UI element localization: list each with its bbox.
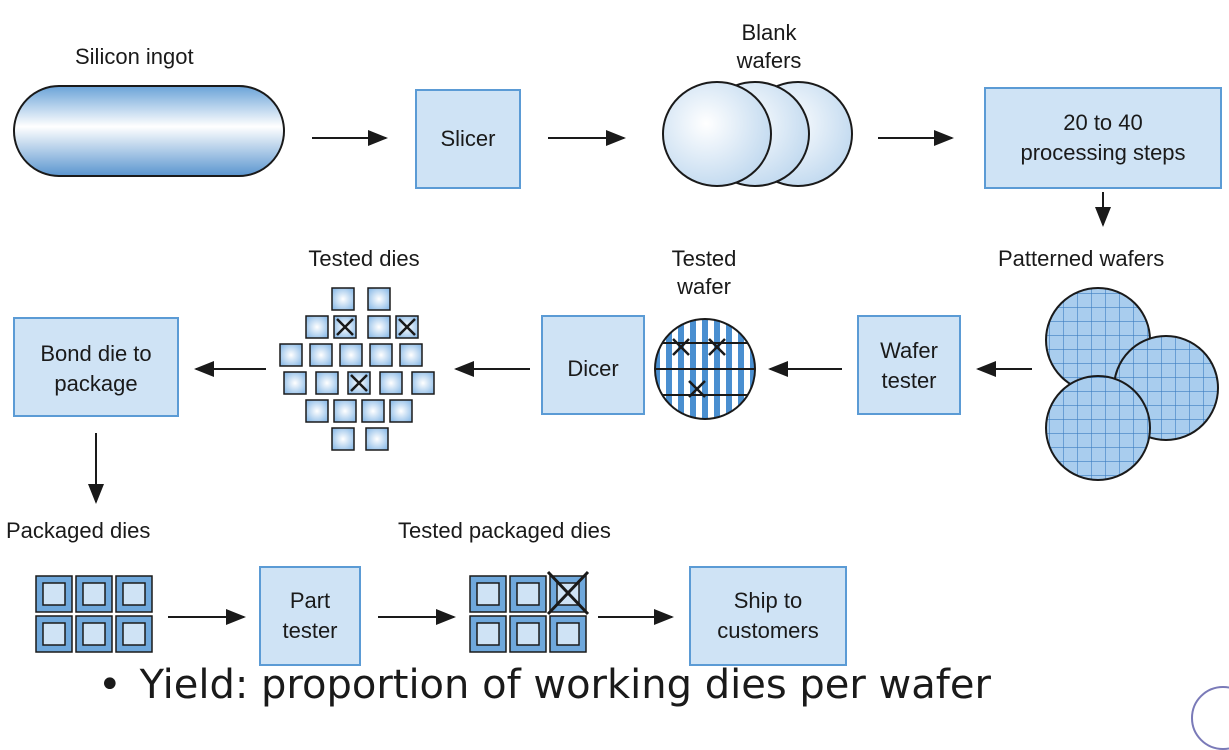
- packaged-dies-grid: [35, 575, 153, 653]
- processing-steps-box: [984, 87, 1222, 189]
- die-icon: [369, 343, 393, 367]
- tested-dies-label: Tested dies: [308, 246, 419, 271]
- bond-die-box: [13, 317, 179, 417]
- patterned-wafers-stack: [1045, 287, 1219, 481]
- yield-bullet-text: Yield: proportion of working dies per wa…: [139, 662, 991, 708]
- tested-packaged-dies-label: Tested packaged dies: [398, 518, 611, 543]
- die-icon: [379, 371, 403, 395]
- ship-box: [689, 566, 847, 666]
- dicer-box: [541, 315, 645, 415]
- tested-wafer-label-line1: Tested: [672, 246, 737, 271]
- ship-label-line1: Ship to: [734, 588, 803, 613]
- die-icon: [333, 399, 357, 423]
- slicer-box: [415, 89, 521, 189]
- patterned-wafers-label: Patterned wafers: [998, 246, 1164, 271]
- die-icon: [389, 399, 413, 423]
- die-icon: [367, 287, 391, 311]
- blank-wafers-stack: [662, 81, 853, 187]
- die-icon: [331, 287, 355, 311]
- die-icon: [279, 343, 303, 367]
- wafer-tester-label-line2: tester: [881, 368, 936, 393]
- die-icon: [411, 371, 435, 395]
- die-icon: [399, 343, 423, 367]
- yield-bullet: • Yield: proportion of working dies per w…: [98, 655, 991, 715]
- tested-wafer: [654, 318, 756, 420]
- die-icon: [367, 315, 391, 339]
- wafer-tester-box: [857, 315, 961, 415]
- silicon-ingot-shape: [13, 85, 285, 177]
- wafer-tester-label-line1: Wafer: [880, 338, 938, 363]
- ship-label-line2: customers: [717, 618, 818, 643]
- part-tester-label-line2: tester: [282, 618, 337, 643]
- part-tester-box: [259, 566, 361, 666]
- fabrication-flow-diagram: Silicon ingot Slicer Blank wafers 20 to …: [6, 20, 1222, 666]
- silicon-ingot-label: Silicon ingot: [75, 44, 194, 69]
- die-icon: [361, 399, 385, 423]
- packaged-dies-label: Packaged dies: [6, 518, 150, 543]
- bullet-dot: •: [98, 662, 122, 708]
- tested-packaged-dies-grid: [469, 570, 590, 653]
- slicer-label: Slicer: [440, 126, 495, 151]
- blank-wafers-label-line2: wafers: [736, 48, 802, 73]
- bond-die-label-line2: package: [54, 371, 137, 396]
- processing-steps-label-line1: 20 to 40: [1063, 110, 1143, 135]
- die-icon: [315, 371, 339, 395]
- tested-wafer-label-line2: wafer: [676, 274, 731, 299]
- die-icon: [339, 343, 363, 367]
- die-icon: [309, 343, 333, 367]
- blank-wafers-label-line1: Blank: [741, 20, 797, 45]
- die-icon: [331, 427, 355, 451]
- die-icon: [365, 427, 389, 451]
- tested-dies-grid: [279, 287, 435, 451]
- bond-die-label-line1: Bond die to: [40, 341, 151, 366]
- tested-wafer-defect-marks: [672, 338, 726, 398]
- die-icon: [305, 399, 329, 423]
- die-icon: [283, 371, 307, 395]
- dicer-label: Dicer: [567, 356, 618, 381]
- die-icon: [305, 315, 329, 339]
- part-tester-label-line1: Part: [290, 588, 330, 613]
- processing-steps-label-line2: processing steps: [1020, 140, 1185, 165]
